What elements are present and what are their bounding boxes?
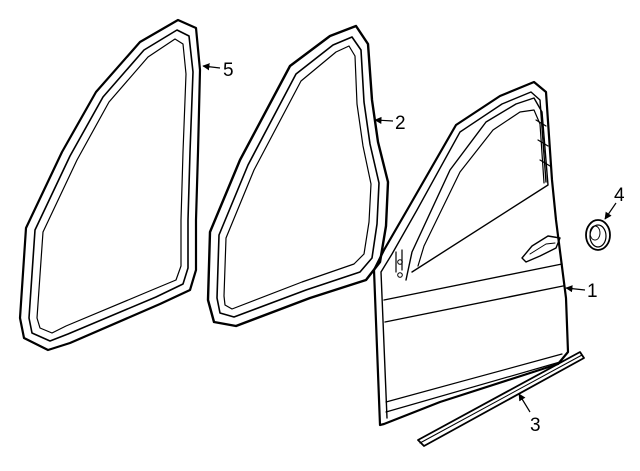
leader-line-5 [202,63,221,71]
plug [585,219,611,251]
lower-moulding [417,351,585,447]
leader-line-4 [604,202,617,220]
callouts: 5 2 1 4 3 [223,60,625,436]
body-weatherstrip [206,24,390,328]
callout-2: 2 [395,113,406,134]
leader-lines [202,63,617,413]
leader-line-2 [374,116,394,124]
callout-1: 1 [587,281,598,302]
leader-line-3 [518,393,531,413]
door-weatherstrip [18,18,202,352]
callout-3: 3 [530,415,541,436]
callout-4: 4 [614,185,625,206]
callout-5: 5 [223,60,234,81]
leader-line-1 [565,285,586,293]
door-shell [372,80,570,427]
